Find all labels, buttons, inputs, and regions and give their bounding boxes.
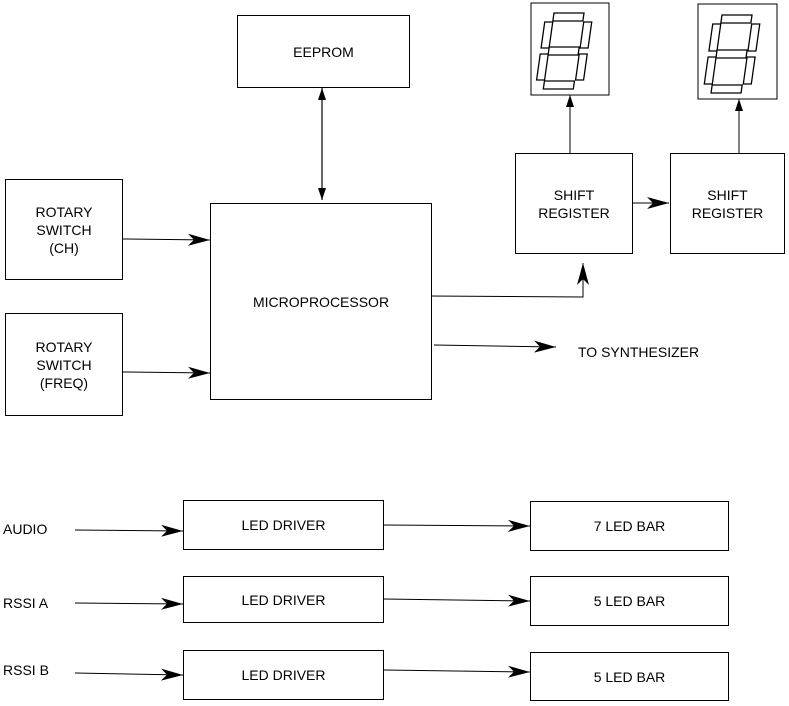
led-bar-5b-block: 5 LED BAR — [530, 652, 729, 701]
led-bar-7-block: 7 LED BAR — [530, 501, 729, 551]
driver1-to-bar-line — [383, 519, 531, 532]
to-synthesizer-label: TO SYNTHESIZER — [578, 344, 700, 360]
led-driver-1-label: LED DRIVER — [241, 517, 326, 533]
seven-segment-display-1 — [530, 2, 610, 96]
rssi-b-input-label: RSSI B — [3, 662, 49, 678]
led-bar-5b-label: 5 LED BAR — [593, 668, 666, 685]
microprocessor-label: MICROPROCESSOR — [252, 293, 390, 310]
microprocessor-block: MICROPROCESSOR — [210, 203, 432, 400]
rotary-freq-to-mcu-line — [122, 366, 211, 379]
audio-to-driver-line — [74, 524, 184, 537]
rotary-switch-freq-label: ROTARY SWITCH (FREQ) — [35, 338, 93, 391]
rotary-switch-freq-block: ROTARY SWITCH (FREQ) — [5, 313, 123, 416]
mcu-to-synth-line — [433, 340, 557, 353]
mcu-to-shift-register-line — [427, 263, 589, 298]
driver2-to-bar-line — [383, 594, 531, 607]
rssi-a-input-label: RSSI A — [3, 595, 49, 611]
led-driver-2-label: LED DRIVER — [241, 591, 326, 608]
eeprom-label: EEPROM — [293, 43, 354, 60]
rssia-to-driver-line — [74, 597, 184, 610]
rotary-ch-to-mcu-line — [122, 233, 211, 246]
led-driver-3-block: LED DRIVER — [183, 650, 384, 700]
led-bar-5a-block: 5 LED BAR — [530, 576, 729, 626]
rssib-to-driver-line — [74, 668, 184, 681]
audio-input-label: AUDIO — [3, 521, 48, 537]
rotary-switch-ch-label: ROTARY SWITCH (CH) — [35, 203, 93, 256]
led-bar-7-label: 7 LED BAR — [593, 518, 666, 534]
led-driver-2-block: LED DRIVER — [183, 576, 384, 623]
shift-register-1-block: SHIFT REGISTER — [515, 153, 633, 254]
shift-register-1-label: SHIFT REGISTER — [538, 186, 610, 221]
seven-segment-display-2 — [697, 3, 778, 100]
led-driver-1-block: LED DRIVER — [183, 500, 384, 550]
shift-register-2-label: SHIFT REGISTER — [691, 186, 764, 221]
led-bar-5a-label: 5 LED BAR — [593, 593, 666, 609]
shift-register-2-block: SHIFT REGISTER — [670, 153, 785, 254]
rotary-switch-ch-block: ROTARY SWITCH (CH) — [5, 179, 123, 280]
driver3-to-bar-line — [383, 665, 531, 678]
led-driver-3-label: LED DRIVER — [241, 667, 326, 683]
eeprom-block: EEPROM — [237, 15, 410, 88]
